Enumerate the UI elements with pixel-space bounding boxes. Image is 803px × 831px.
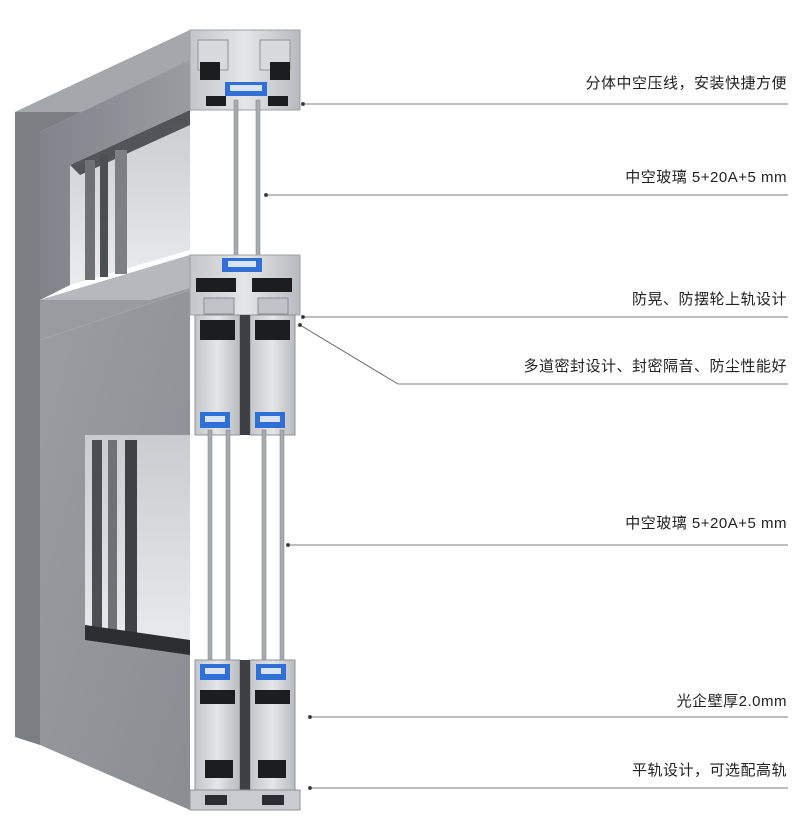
- top-mullion-2: [100, 155, 108, 277]
- lower-sill-shadow: [85, 625, 190, 655]
- lower-glass-pane-d: [279, 429, 285, 661]
- callout-insulated-glass-bottom: 中空玻璃 5+20A+5 mm: [625, 515, 787, 532]
- lower-glass-pane-b: [225, 429, 231, 661]
- top-mullion-3: [115, 150, 127, 274]
- bottom-rail-section: [189, 659, 301, 811]
- callout-multi-seal: 多道密封设计、封密隔音、防尘性能好: [523, 358, 787, 375]
- middle-rail-section: [189, 254, 301, 316]
- leader-lines: [263, 102, 788, 791]
- lower-mullion-2: [108, 440, 117, 637]
- callout-wall-thickness: 光企壁厚2.0mm: [676, 693, 787, 710]
- top-glass-pane-b: [255, 99, 261, 256]
- callout-split-glazing-bead: 分体中空压线，安装快捷方便: [585, 75, 787, 92]
- top-mullion-1: [85, 160, 95, 280]
- callout-insulated-glass-top: 中空玻璃 5+20A+5 mm: [625, 169, 787, 186]
- lower-mullion-1: [92, 440, 102, 635]
- sash-profiles: [194, 314, 296, 436]
- lower-mullion-3: [125, 440, 137, 639]
- callout-anti-sway-wheel: 防晃、防摆轮上轨设计: [631, 291, 787, 308]
- lower-glass-pane-c: [261, 429, 267, 661]
- outer-frame-left: [15, 30, 190, 745]
- top-frame-face: [40, 60, 190, 300]
- lower-glass-pane-a: [207, 429, 213, 661]
- callout-flat-rail: 平轨设计，可选配高轨: [631, 762, 787, 779]
- leader-line-4: [299, 324, 788, 385]
- top-glass-pane-a: [233, 99, 239, 256]
- top-frame-section: [189, 29, 301, 111]
